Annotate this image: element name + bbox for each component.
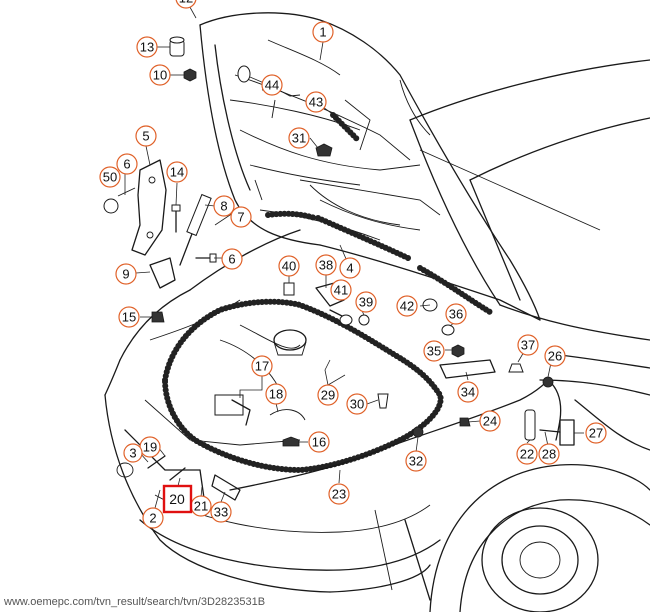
svg-text:6: 6 (228, 252, 235, 267)
callout-5[interactable]: 5 (135, 125, 157, 147)
callout-24[interactable]: 24 (479, 410, 501, 432)
callout-19[interactable]: 19 (139, 436, 161, 458)
callout-38[interactable]: 38 (315, 254, 337, 276)
callout-3[interactable]: 3 (123, 443, 143, 463)
svg-text:12: 12 (179, 0, 193, 6)
svg-text:39: 39 (359, 295, 373, 310)
svg-text:19: 19 (143, 440, 157, 455)
svg-text:31: 31 (292, 131, 306, 146)
svg-text:13: 13 (140, 40, 154, 55)
svg-text:10: 10 (153, 68, 167, 83)
svg-text:1: 1 (319, 25, 326, 40)
engine-bay-seal (161, 298, 444, 474)
parts-hardware (103, 36, 575, 506)
callout-42[interactable]: 42 (396, 295, 418, 317)
svg-text:33: 33 (214, 505, 228, 520)
callout-41[interactable]: 41 (330, 279, 352, 301)
svg-text:2: 2 (149, 511, 156, 526)
callout-6-lower[interactable]: 6 (221, 248, 243, 270)
car-body-outline (104, 59, 650, 612)
callout-31[interactable]: 31 (288, 127, 310, 149)
callout-14[interactable]: 14 (166, 161, 188, 183)
svg-text:5: 5 (142, 129, 149, 144)
callout-50[interactable]: 50 (99, 166, 121, 188)
svg-text:40: 40 (282, 259, 296, 274)
svg-text:27: 27 (589, 426, 603, 441)
svg-text:35: 35 (427, 344, 441, 359)
svg-text:44: 44 (265, 78, 279, 93)
callout-4[interactable]: 4 (339, 257, 361, 279)
svg-text:38: 38 (319, 258, 333, 273)
svg-text:3: 3 (129, 446, 136, 461)
svg-text:4: 4 (346, 261, 353, 276)
callout-2[interactable]: 2 (142, 507, 164, 529)
svg-text:18: 18 (269, 387, 283, 402)
svg-text:20: 20 (169, 491, 185, 507)
callout-27[interactable]: 27 (585, 422, 607, 444)
callout-7[interactable]: 7 (230, 206, 252, 228)
svg-text:42: 42 (400, 299, 414, 314)
callout-26[interactable]: 26 (544, 345, 566, 367)
svg-text:23: 23 (332, 487, 346, 502)
callout-17[interactable]: 17 (251, 355, 273, 377)
svg-text:15: 15 (122, 310, 136, 325)
callout-43[interactable]: 43 (305, 91, 327, 113)
svg-text:9: 9 (122, 267, 129, 282)
svg-text:29: 29 (321, 388, 335, 403)
svg-text:24: 24 (483, 414, 497, 429)
callout-35[interactable]: 35 (423, 340, 445, 362)
svg-text:28: 28 (542, 447, 556, 462)
callout-36[interactable]: 36 (445, 303, 467, 325)
svg-text:32: 32 (409, 454, 423, 469)
callout-40[interactable]: 40 (278, 255, 300, 277)
callout-9[interactable]: 9 (115, 263, 137, 285)
svg-text:50: 50 (103, 170, 117, 185)
svg-text:14: 14 (170, 165, 184, 180)
callout-44[interactable]: 44 (261, 74, 283, 96)
svg-text:34: 34 (461, 385, 475, 400)
callout-37[interactable]: 37 (517, 334, 539, 356)
callout-18[interactable]: 18 (265, 383, 287, 405)
svg-text:21: 21 (194, 499, 208, 514)
hood-panel (199, 12, 541, 321)
svg-text:6: 6 (123, 157, 130, 172)
callout-29[interactable]: 29 (317, 384, 339, 406)
callout-8[interactable]: 8 (213, 195, 235, 217)
callout-group: 12 13 10 44 1 43 31 5 6 50 14 8 7 6 9 15… (99, 0, 607, 529)
callout-1[interactable]: 1 (312, 21, 334, 43)
callout-22[interactable]: 22 (516, 443, 538, 465)
callout-23[interactable]: 23 (328, 483, 350, 505)
callout-28[interactable]: 28 (538, 443, 560, 465)
svg-text:36: 36 (449, 307, 463, 322)
callout-15[interactable]: 15 (118, 306, 140, 328)
svg-text:41: 41 (334, 283, 348, 298)
svg-text:22: 22 (520, 447, 534, 462)
callout-30[interactable]: 30 (346, 393, 368, 415)
callout-12[interactable]: 12 (175, 0, 197, 9)
svg-text:26: 26 (548, 349, 562, 364)
svg-text:7: 7 (237, 210, 244, 225)
callout-20-highlighted[interactable]: 20 (162, 484, 193, 514)
svg-text:30: 30 (350, 397, 364, 412)
svg-text:43: 43 (309, 95, 323, 110)
svg-text:37: 37 (521, 338, 535, 353)
callout-39[interactable]: 39 (355, 291, 377, 313)
svg-text:8: 8 (220, 199, 227, 214)
source-url-caption: www.oemepc.com/tvn_result/search/tvn/3D2… (4, 596, 266, 608)
callout-21[interactable]: 21 (190, 495, 212, 517)
callout-33[interactable]: 33 (210, 501, 232, 523)
callout-6-upper[interactable]: 6 (116, 153, 138, 175)
callout-16[interactable]: 16 (308, 431, 330, 453)
callout-34[interactable]: 34 (457, 381, 479, 403)
callout-13[interactable]: 13 (136, 36, 158, 58)
callout-32[interactable]: 32 (405, 450, 427, 472)
svg-text:17: 17 (255, 359, 269, 374)
svg-text:16: 16 (312, 435, 326, 450)
callout-10[interactable]: 10 (149, 64, 171, 86)
